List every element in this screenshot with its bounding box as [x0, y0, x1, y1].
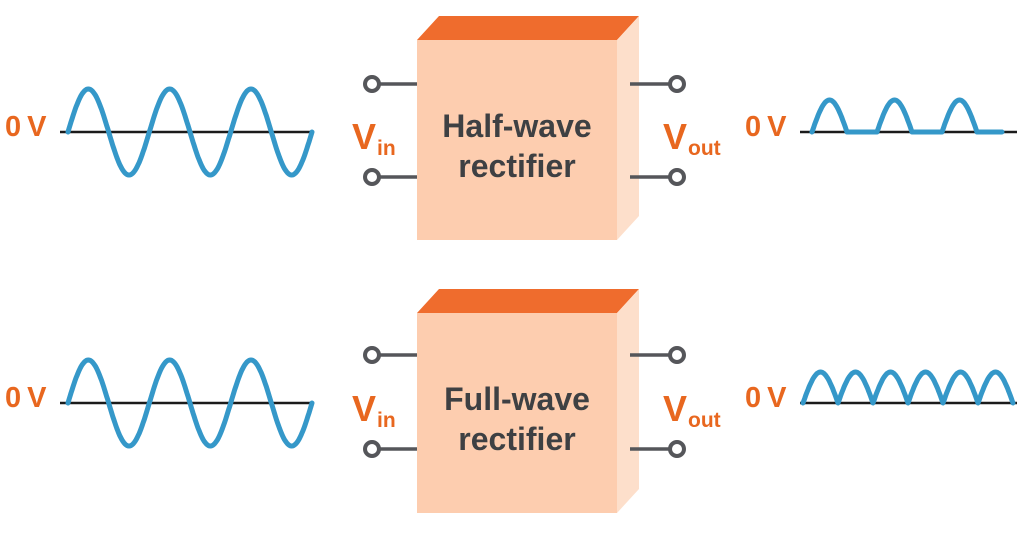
- box-label-line1: Half-wave: [442, 108, 592, 144]
- box-label-line2: rectifier: [458, 421, 576, 457]
- input-sine-wave: [65, 86, 315, 178]
- output-terminal-circle: [668, 440, 686, 458]
- rectifier-box-top-face: [417, 289, 639, 313]
- vin-symbol: V: [352, 388, 377, 429]
- zero-volt-label-input-1: 0 V: [5, 111, 47, 143]
- input-terminal-circle: [363, 75, 381, 93]
- vout-symbol: V: [663, 388, 688, 429]
- zero-volt-label-input-2: 0 V: [5, 382, 47, 414]
- rectifier-box-side-face: [617, 16, 639, 240]
- output-rectified-wave: [809, 97, 1005, 135]
- box-label-line1: Full-wave: [444, 381, 590, 417]
- input-sine-wave: [65, 357, 315, 449]
- output-terminal-circle: [668, 75, 686, 93]
- full-wave-rectifier-box-label: Full-wave rectifier: [417, 379, 617, 459]
- vout-symbol: V: [663, 116, 688, 157]
- rectifier-box-top-face: [417, 16, 639, 40]
- rectifier-box-front-face: [417, 313, 617, 513]
- rectifier-box-front-face: [417, 40, 617, 240]
- input-terminal-circle: [363, 168, 381, 186]
- output-terminal-circle: [668, 168, 686, 186]
- input-terminal-circle: [363, 346, 381, 364]
- vin-symbol: V: [352, 116, 377, 157]
- zero-volt-label-output-1: 0 V: [745, 111, 787, 143]
- rectifier-box-side-face: [617, 289, 639, 513]
- box-label-line2: rectifier: [458, 148, 576, 184]
- input-terminal-circle: [363, 440, 381, 458]
- vin-subscript: in: [377, 409, 396, 432]
- output-terminal-circle: [668, 346, 686, 364]
- vin-subscript: in: [377, 137, 396, 160]
- zero-volt-label-output-2: 0 V: [745, 382, 787, 414]
- output-rectified-wave: [800, 369, 1016, 406]
- half-wave-rectifier-box-label: Half-wave rectifier: [417, 106, 617, 186]
- vout-subscript: out: [688, 409, 721, 432]
- vout-subscript: out: [688, 137, 721, 160]
